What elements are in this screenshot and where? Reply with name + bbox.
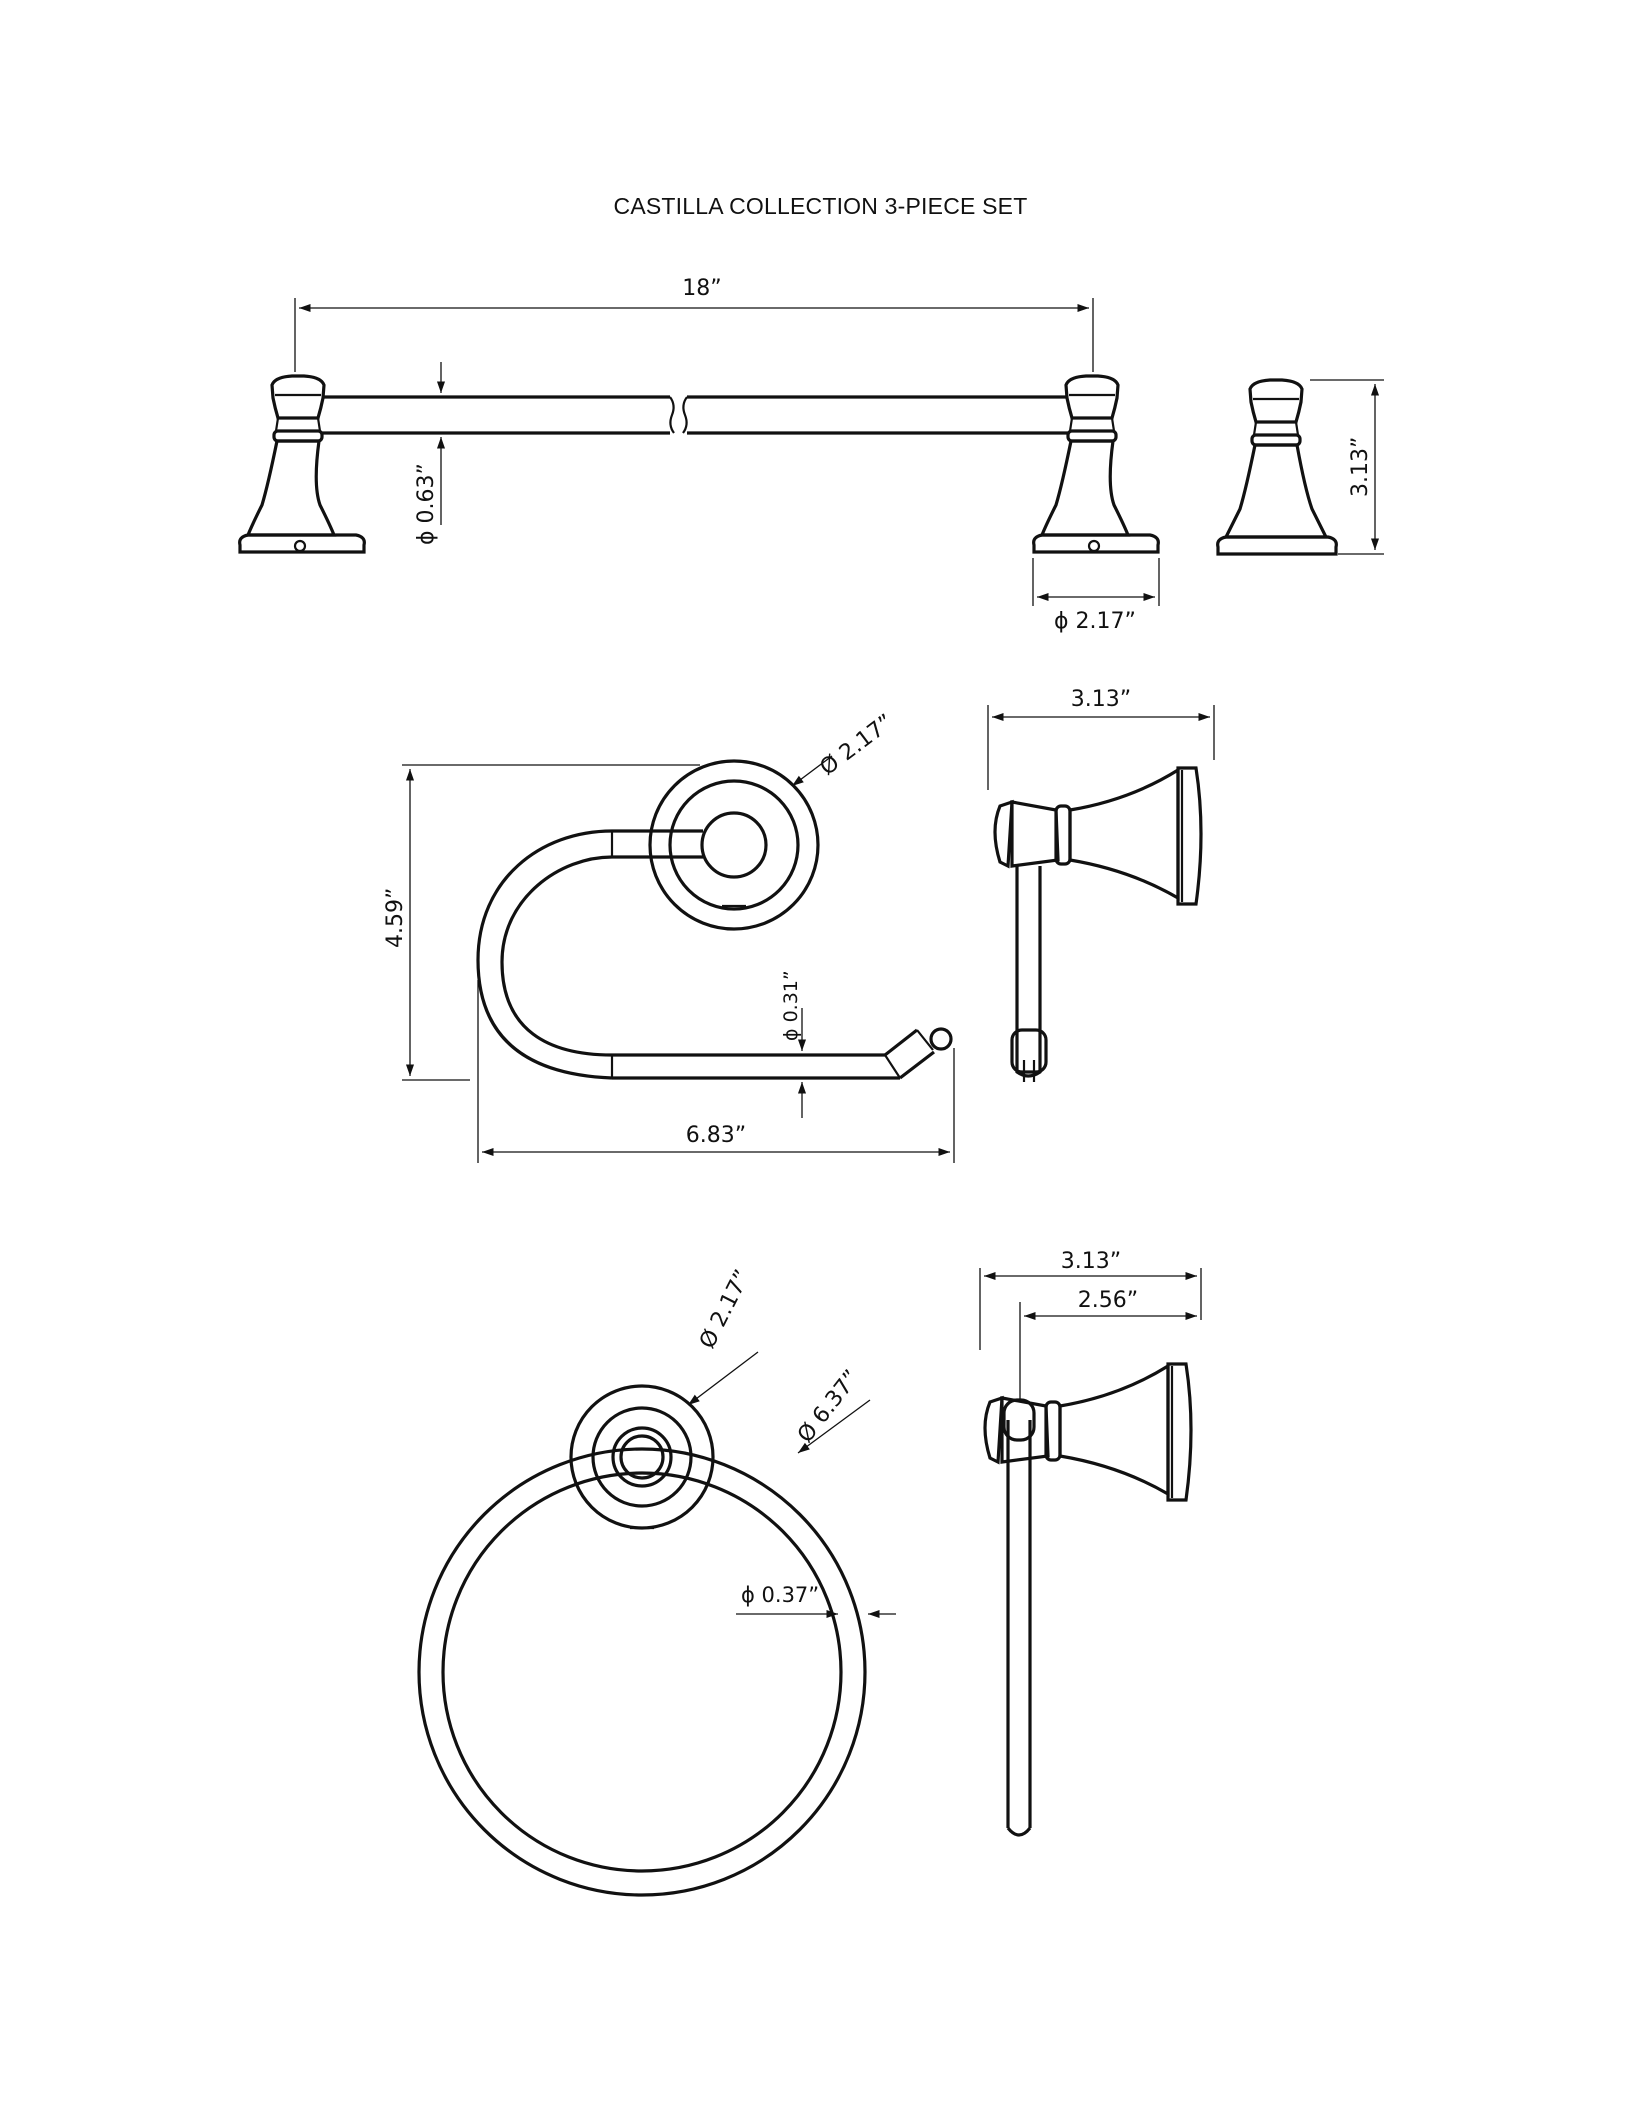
ring-dia-leader	[797, 1399, 871, 1454]
ring-outer-edge	[417, 1447, 867, 1897]
holder-arm-outer	[476, 829, 613, 1080]
holder-base-diameter-label: Ø 2.17”	[816, 710, 899, 781]
towel-ring-side-view: 3.13” 2.56”	[979, 1249, 1202, 1837]
ring-base-diameter-label: Ø 2.17”	[695, 1266, 756, 1353]
post-projection-label: 3.13”	[1348, 437, 1373, 497]
rod-diameter-label: ϕ 0.63”	[414, 463, 439, 545]
paper-holder-front-view: 4.59” Ø 2.17” ϕ 0.31” 6.83”	[383, 710, 955, 1163]
ring-arm-length-label: 2.56”	[1078, 1288, 1138, 1313]
ring-inner-edge	[441, 1471, 843, 1873]
ring-base-inner	[611, 1426, 673, 1488]
paper-holder-side-view: 3.13”	[987, 687, 1215, 1082]
post-end-view	[1216, 378, 1338, 556]
towel-bar-elevation: 18”	[238, 276, 1384, 634]
left-mounting-post	[238, 374, 366, 554]
holder-base-middle	[668, 779, 800, 911]
holder-height-label: 4.59”	[383, 888, 408, 948]
holder-rod-diameter-label: ϕ 0.31”	[780, 970, 802, 1041]
towel-bar-length-label: 18”	[682, 276, 721, 301]
right-mounting-post	[1032, 374, 1160, 554]
holder-arm-inner	[500, 855, 613, 1057]
base-dia-leader	[791, 755, 833, 787]
ring-projection-label: 3.13”	[1061, 1249, 1121, 1274]
base-diameter-label: ϕ 2.17”	[1054, 609, 1136, 634]
holder-base-inner	[700, 811, 768, 879]
bar-rod	[322, 395, 1068, 435]
holder-base-outer	[648, 759, 820, 931]
holder-width-label: 6.83”	[686, 1123, 746, 1148]
ring-base-dia-leader	[687, 1351, 759, 1406]
ring-diameter-label: Ø 6.37”	[793, 1366, 865, 1448]
ring-rod-diameter-label: ϕ 0.37”	[741, 1583, 819, 1607]
drawing-title: CASTILLA COLLECTION 3-PIECE SET	[613, 193, 1028, 219]
towel-ring-front-view: Ø 2.17” Ø 6.37” ϕ 0.37”	[417, 1266, 896, 1897]
holder-end-knob	[929, 1027, 953, 1051]
ring-base-middle	[591, 1406, 693, 1508]
holder-projection-label: 3.13”	[1071, 687, 1131, 712]
